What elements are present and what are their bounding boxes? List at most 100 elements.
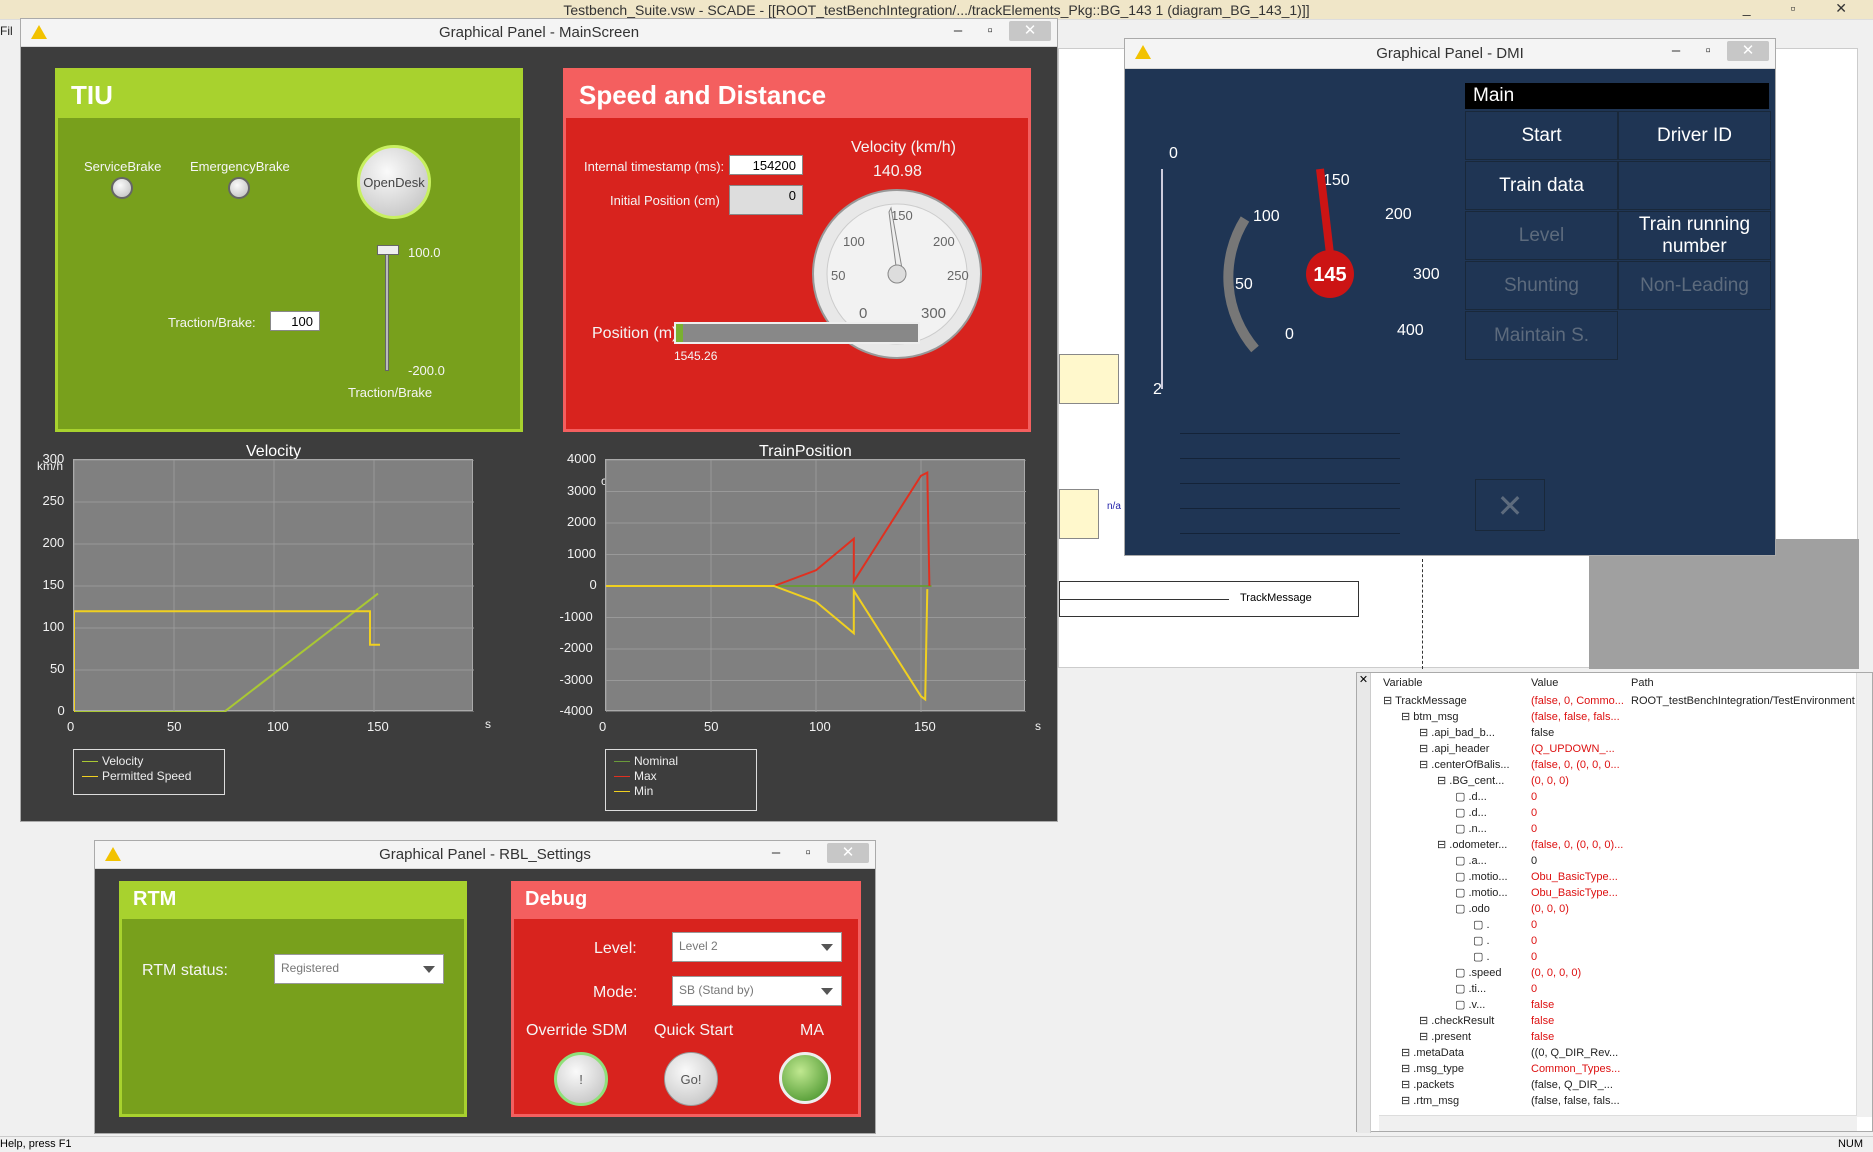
close-icon[interactable]: ✕ [827,843,869,863]
rtm-status-select[interactable]: Registered [274,954,444,984]
rbl-titlebar[interactable]: Graphical Panel - RBL_Settings – ▫ ✕ [95,841,875,869]
rbl-title: Graphical Panel - RBL_Settings [379,846,591,863]
watch-vscrollbar[interactable] [1856,673,1872,1117]
mode-select[interactable]: SB (Stand by) [672,976,842,1006]
watch-row[interactable]: ⊟ .BG_cent...(0, 0, 0) [1379,773,1859,789]
watch-value: (false, false, fals... [1531,711,1620,723]
maximize-icon[interactable]: ▫ [1705,42,1711,59]
initpos-input[interactable]: 0 [729,185,803,215]
watch-value: (0, 0, 0) [1531,903,1569,915]
watch-row[interactable]: ▢ .d...0 [1379,789,1859,805]
main-screen-title: Graphical Panel - MainScreen [438,24,640,41]
y-tick-label: 200 [42,535,65,550]
rbl-window: Graphical Panel - RBL_Settings –▫✕ RTM R… [94,840,876,1134]
maximize-icon[interactable]: ▫ [805,844,811,861]
watch-row[interactable]: ⊟ btm_msg(false, false, fals... [1379,709,1859,725]
gauge-tick-label: 100 [843,234,865,249]
timestamp-label: Internal timestamp (ms): [584,159,725,174]
watch-row[interactable]: ⊟ .rtm_msg(false, false, fals... [1379,1093,1859,1109]
watch-value: 0 [1531,983,1538,995]
minimize-icon[interactable]: – [1671,42,1681,59]
level-select[interactable]: Level 2 [672,932,842,962]
ma-button[interactable] [779,1052,831,1104]
traction-slider-track[interactable] [385,249,389,371]
traction-slider-thumb[interactable] [377,245,399,255]
watch-row[interactable]: ⊟ .packets(false, Q_DIR_... [1379,1077,1859,1093]
override-sdm-button[interactable]: ! [554,1052,608,1106]
watch-row[interactable]: ▢ .ti...0 [1379,981,1859,997]
traction-brake-input[interactable]: 100 [270,311,320,331]
dmi-close-icon[interactable]: ✕ [1475,479,1545,531]
emergency-brake-lamp[interactable] [228,177,250,199]
gauge-tick-label: 300 [921,305,946,322]
velocity-chart-title: Velocity [246,443,302,460]
close-icon[interactable]: ✕ [1009,21,1051,41]
watch-row[interactable]: ▢ .motio...Obu_BasicType... [1379,885,1859,901]
velocity-ylabel: km/h [37,459,64,473]
dmi-button-train-data[interactable]: Train data [1465,161,1618,210]
watch-header-path: Path [1631,677,1654,689]
main-screen-titlebar[interactable]: Graphical Panel - MainScreen – ▫ ✕ [21,19,1057,47]
quick-start-btn-label: Go! [680,1071,702,1087]
menu-stub[interactable]: Fil [0,24,13,38]
tiu-header: TIU [55,68,523,118]
watch-row[interactable]: ▢ .0 [1379,917,1859,933]
watch-row[interactable]: ▢ .speed(0, 0, 0, 0) [1379,965,1859,981]
watch-row[interactable]: ▢ .a...0 [1379,853,1859,869]
watch-row[interactable]: ▢ .n...0 [1379,821,1859,837]
watch-variable: ⊟ .rtm_msg [1401,1095,1460,1107]
watch-row[interactable]: ▢ .0 [1379,949,1859,965]
gauge-tick-label: 50 [831,268,845,283]
watch-value: 0 [1531,791,1538,803]
level-label: Level: [594,940,637,957]
position-chart-svg [606,460,1026,712]
watch-header-variable: Variable [1383,677,1423,689]
watch-row[interactable]: ⊟ .centerOfBalis...(false, 0, (0, 0, 0..… [1379,757,1859,773]
watch-row[interactable]: ▢ .0 [1379,933,1859,949]
watch-row[interactable]: ⊟ TrackMessage(false, 0, Commo...ROOT_te… [1379,693,1859,709]
watch-row[interactable]: ▢ .odo(0, 0, 0) [1379,901,1859,917]
dmi-button-maintain-s-: Maintain S. [1465,311,1618,360]
dmi-button-driver-id[interactable]: Driver ID [1618,111,1771,160]
watch-hscrollbar[interactable] [1379,1115,1857,1131]
dmi-button-start[interactable]: Start [1465,111,1618,160]
watch-header-value: Value [1531,677,1559,689]
watch-row[interactable]: ▢ .v...false [1379,997,1859,1013]
velocity-value: 140.98 [873,163,922,180]
watch-variable: ▢ .motio... [1455,871,1508,883]
watch-row[interactable]: ⊟ .api_bad_b...false [1379,725,1859,741]
watch-row[interactable]: ⊟ .metaData((0, Q_DIR_Rev... [1379,1045,1859,1061]
close-icon[interactable]: ✕ [1727,41,1769,61]
timestamp-input[interactable]: 154200 [729,155,803,175]
watch-variable: ▢ . [1473,935,1490,947]
position-value: 1545.26 [674,349,718,363]
minimize-icon[interactable]: – [771,844,781,861]
watch-value: (false, 0, (0, 0, 0... [1531,759,1620,771]
minimize-icon[interactable]: – [953,22,963,39]
diagram-gray-area [1589,539,1859,669]
dmi-button-train-running-number[interactable]: Train running number [1618,211,1771,260]
open-desk-label: OpenDesk [363,174,425,190]
dmi-titlebar[interactable]: Graphical Panel - DMI –▫✕ [1125,39,1775,69]
series-line-permitted-speed [74,610,380,712]
watch-variable: ⊟ .api_bad_b... [1419,727,1495,739]
dmi-button-blank[interactable] [1618,161,1771,210]
watch-value: Obu_BasicType... [1531,871,1618,883]
open-desk-button[interactable]: OpenDesk [357,145,431,219]
watch-row[interactable]: ▢ .motio... Obu_BasicType... [1379,869,1859,885]
watch-row[interactable]: ⊟ .api_header(Q_UPDOWN_... [1379,741,1859,757]
watch-row[interactable]: ⊟ .odometer...(false, 0, (0, 0, 0)... [1379,837,1859,853]
dmi-scale-label: 300 [1413,266,1440,283]
sd-title: Speed and Distance [579,80,827,110]
service-brake-lamp[interactable] [111,177,133,199]
watch-row[interactable]: ▢ .d...0 [1379,805,1859,821]
position-xlabel: s [1035,719,1041,733]
quick-start-button[interactable]: Go! [664,1052,718,1106]
diagram-na-label: n/a [1107,501,1121,512]
watch-path: ROOT_testBenchIntegration/TestEnvironmen… [1631,695,1855,707]
app-window-controls[interactable]: _ ▫ ✕ [1742,0,1865,16]
maximize-icon[interactable]: ▫ [987,22,993,39]
